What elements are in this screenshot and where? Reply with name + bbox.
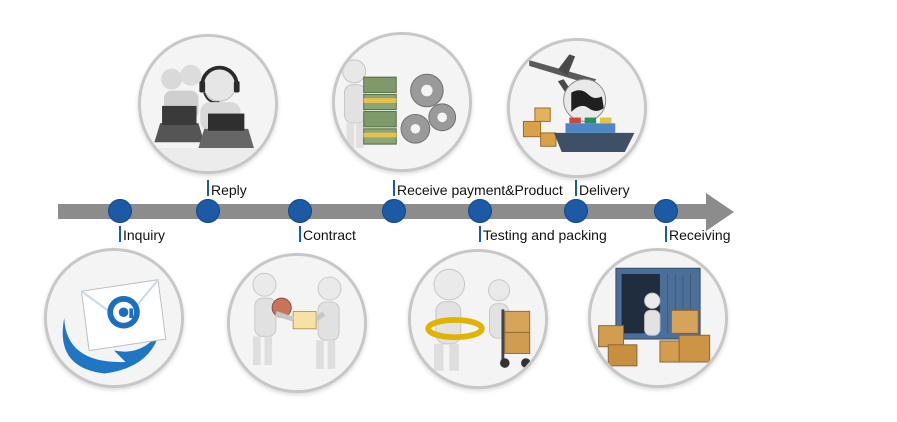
money-gears-icon bbox=[332, 32, 472, 172]
tick-inquiry bbox=[119, 226, 121, 242]
handshake-contract-icon bbox=[227, 253, 367, 393]
label-testing: Testing and packing bbox=[483, 227, 607, 243]
node-receiving bbox=[654, 199, 678, 223]
customer-service-icon bbox=[138, 34, 278, 174]
tick-contract bbox=[299, 226, 301, 242]
tick-reply bbox=[207, 180, 209, 196]
label-contract: Contract bbox=[303, 227, 356, 243]
container-boxes-icon bbox=[588, 248, 728, 388]
tick-delivery bbox=[575, 180, 577, 196]
inspection-packing-icon bbox=[408, 249, 548, 389]
timeline-arrowhead bbox=[706, 193, 734, 231]
node-contract bbox=[288, 199, 312, 223]
tick-testing bbox=[479, 226, 481, 242]
label-inquiry: Inquiry bbox=[123, 227, 166, 243]
node-testing bbox=[468, 199, 492, 223]
node-delivery bbox=[564, 199, 588, 223]
email-icon bbox=[44, 248, 184, 388]
global-shipping-icon bbox=[507, 38, 647, 178]
tick-receiving bbox=[665, 226, 667, 242]
node-inquiry bbox=[108, 199, 132, 223]
label-reply: Reply bbox=[211, 182, 247, 198]
node-reply bbox=[196, 199, 220, 223]
label-receiving: Receiving bbox=[669, 227, 731, 243]
label-delivery: Delivery bbox=[579, 182, 630, 198]
node-receive bbox=[382, 199, 406, 223]
label-receive: Receive payment&Product bbox=[397, 182, 563, 198]
tick-receive bbox=[393, 180, 395, 196]
